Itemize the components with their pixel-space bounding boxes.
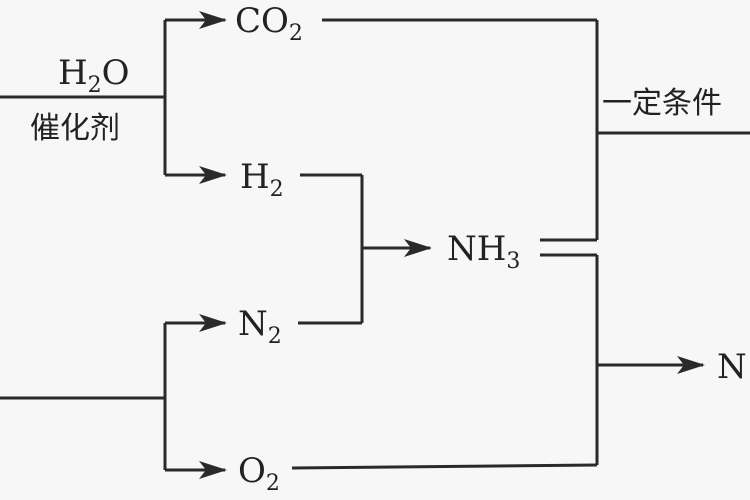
water-label: H2O	[58, 53, 130, 98]
catalyst-label: 催化剂	[30, 111, 120, 146]
condition-label: 一定条件	[602, 86, 722, 121]
h2-node: H2	[240, 157, 284, 202]
right-bottom-partial-text: N	[717, 347, 747, 387]
nh3-node: NH3	[447, 229, 520, 274]
n2-node: N2	[238, 304, 282, 349]
co2-node: CO2	[235, 1, 303, 46]
o2-output-line	[291, 463, 598, 470]
o2-node: O2	[238, 451, 280, 496]
